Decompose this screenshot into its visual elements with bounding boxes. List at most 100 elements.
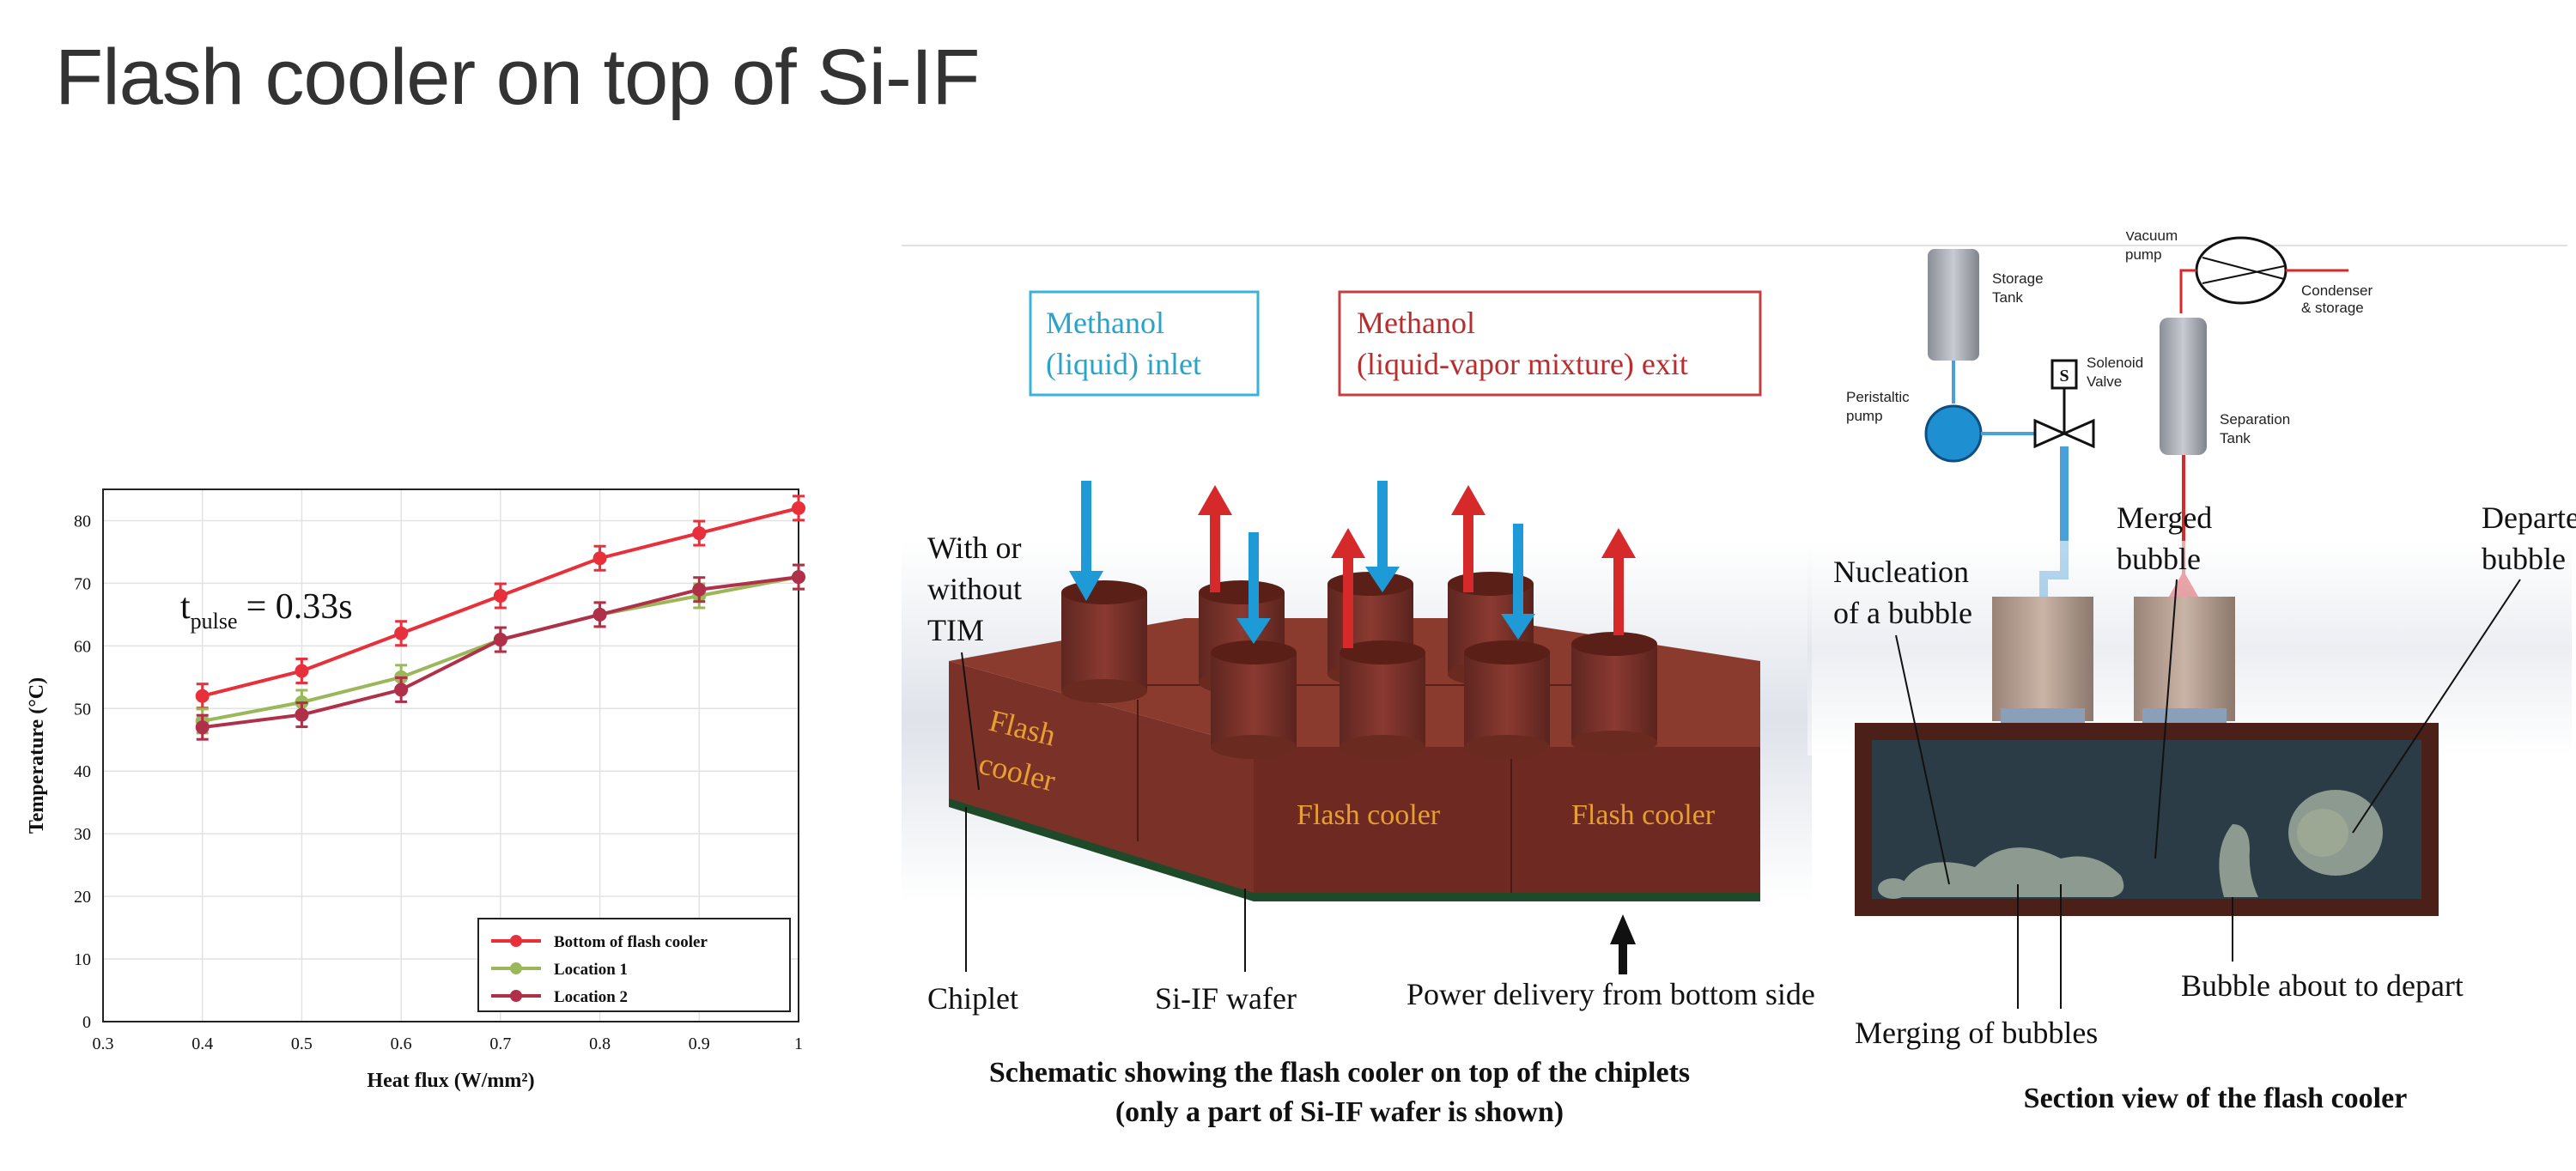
svg-text:Bubble about to depart: Bubble about to depart — [2181, 968, 2464, 1003]
data-point — [295, 707, 309, 722]
y-tick-label: 60 — [74, 637, 91, 656]
y-tick-label: 70 — [74, 574, 91, 593]
peristaltic-pump — [1924, 404, 1983, 463]
svg-text:bubble: bubble — [2482, 542, 2566, 576]
y-tick-label: 10 — [74, 950, 91, 969]
data-point — [592, 551, 607, 566]
svg-text:Nucleation: Nucleation — [1833, 555, 1969, 589]
x-tick-label: 0.4 — [191, 1034, 213, 1053]
svg-text:Storage: Storage — [1992, 270, 2044, 287]
inlet-chamber — [1992, 597, 2093, 721]
svg-text:Merging of bubbles: Merging of bubbles — [1855, 1016, 2098, 1050]
storage-tank — [1928, 249, 1979, 361]
svg-text:Flash cooler: Flash cooler — [1571, 799, 1716, 831]
svg-text:Methanol: Methanol — [1357, 306, 1475, 340]
legend-label: Bottom of flash cooler — [554, 933, 708, 951]
section-view: Storage Tank Peristaltic pump S Solenoid… — [1807, 228, 2576, 1114]
svg-text:Tank: Tank — [1992, 289, 2023, 306]
inlet-label-box: Methanol (liquid) inlet — [1029, 290, 1260, 397]
data-point — [792, 501, 805, 515]
data-point — [692, 526, 707, 541]
x-axis-label: Heat flux (W/mm²) — [367, 1070, 534, 1092]
power-label: Power delivery from bottom side — [1406, 977, 1815, 1011]
svg-text:without: without — [927, 572, 1022, 606]
data-point — [195, 720, 210, 735]
exit-arrows — [1198, 485, 1636, 648]
x-tick-label: 0.9 — [689, 1034, 710, 1053]
section-caption: Section view of the flash cooler — [2024, 1083, 2408, 1114]
svg-text:Condenser: Condenser — [2301, 282, 2373, 299]
legend-marker — [510, 990, 522, 1002]
data-point — [295, 664, 309, 678]
inlet-arrows — [1069, 481, 1535, 644]
y-tick-label: 0 — [82, 1013, 91, 1032]
vacuum-pump — [2195, 236, 2287, 305]
x-tick-label: 0.3 — [93, 1034, 114, 1053]
legend-label: Location 1 — [554, 961, 628, 979]
svg-text:Departed: Departed — [2482, 501, 2576, 535]
flash-cooler-schematic: Methanol (liquid) inlet Methanol (liquid… — [893, 228, 2576, 1159]
data-point — [592, 607, 607, 622]
y-axis-label: Temperature (°C) — [26, 677, 48, 834]
svg-text:S: S — [2059, 367, 2069, 385]
data-point — [394, 626, 409, 640]
legend-marker — [510, 962, 522, 974]
x-tick-label: 0.5 — [291, 1034, 313, 1053]
x-tick-label: 0.6 — [391, 1034, 412, 1053]
chiplet-label: Chiplet — [927, 981, 1018, 1016]
schematic-svg: Methanol (liquid) inlet Methanol (liquid… — [902, 228, 2576, 1128]
svg-text:bubble: bubble — [2117, 542, 2201, 576]
x-tick-label: 1 — [794, 1034, 803, 1053]
svg-text:TIM: TIM — [927, 613, 984, 647]
svg-text:of a bubble: of a bubble — [1833, 596, 1972, 630]
svg-text:Flash cooler: Flash cooler — [1297, 799, 1441, 831]
data-point — [394, 683, 409, 697]
data-point — [195, 689, 210, 703]
y-tick-label: 50 — [74, 700, 91, 719]
outlet-chamber — [2134, 597, 2235, 721]
svg-text:Peristaltic: Peristaltic — [1846, 389, 1910, 405]
merged-bubbles — [1898, 847, 2124, 897]
svg-text:(liquid-vapor mixture) exit: (liquid-vapor mixture) exit — [1357, 347, 1688, 381]
pulse-annotation: tpulse= 0.33s — [180, 587, 353, 634]
svg-text:pump: pump — [1846, 408, 1883, 424]
svg-text:pump: pump — [2125, 246, 2162, 263]
flash-cooler-front-face — [1254, 747, 1760, 893]
schematic-caption-1: Schematic showing the flash cooler on to… — [989, 1057, 1690, 1089]
wafer-label: Si-IF wafer — [1155, 981, 1297, 1016]
data-point — [792, 570, 805, 585]
svg-text:Methanol: Methanol — [1046, 306, 1164, 340]
x-tick-label: 0.7 — [489, 1034, 511, 1053]
bubble-about-to-depart — [2219, 824, 2258, 897]
svg-text:Tank: Tank — [2220, 430, 2251, 446]
schematic-caption-2: (only a part of Si-IF wafer is shown) — [1115, 1096, 1564, 1128]
svg-text:Valve: Valve — [2087, 373, 2122, 390]
chart-series — [195, 494, 805, 741]
legend-marker — [510, 935, 522, 947]
y-tick-label: 30 — [74, 825, 91, 844]
svg-text:With or: With or — [927, 531, 1022, 565]
data-point — [493, 633, 507, 647]
svg-text:Solenoid: Solenoid — [2087, 355, 2143, 371]
x-tick-label: 0.8 — [589, 1034, 611, 1053]
data-point — [493, 589, 507, 603]
slide-title: Flash cooler on top of Si-IF — [55, 33, 980, 121]
svg-text:Vacuum: Vacuum — [2125, 232, 2178, 244]
separation-tank — [2160, 318, 2207, 455]
svg-text:Merged: Merged — [2117, 501, 2212, 535]
legend-label: Location 2 — [554, 988, 628, 1006]
svg-text:(liquid) inlet: (liquid) inlet — [1046, 347, 1201, 381]
svg-text:& storage: & storage — [2301, 300, 2364, 316]
flash-cooler-side-face — [949, 661, 1254, 893]
exit-label-box: Methanol (liquid-vapor mixture) exit — [1338, 290, 1762, 397]
y-tick-label: 40 — [74, 762, 91, 781]
data-point — [692, 582, 707, 597]
y-tick-label: 20 — [74, 888, 91, 907]
plot-frame — [102, 488, 799, 1022]
y-tick-label: 80 — [74, 512, 91, 531]
svg-text:Separation: Separation — [2220, 411, 2290, 428]
